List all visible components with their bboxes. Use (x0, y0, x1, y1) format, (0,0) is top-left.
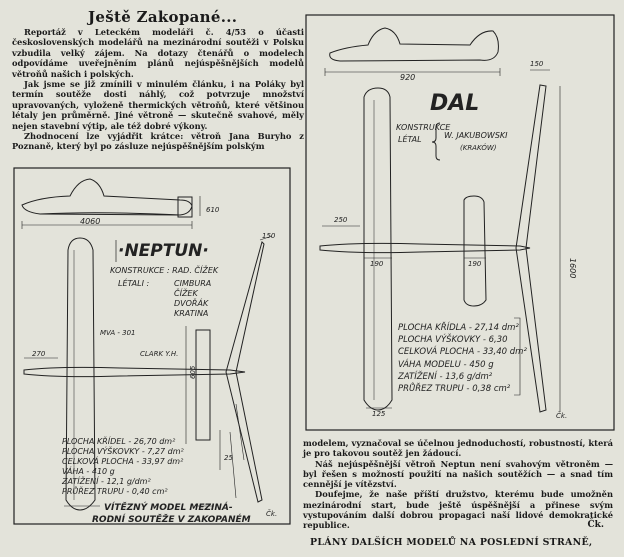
dal-letal: LÉTAL (398, 133, 422, 144)
neptun-spec: PLOCHA VÝŠKOVKY - 7,27 dm² (62, 445, 185, 456)
dal-dim-1600: 1600 (568, 258, 577, 278)
neptun-caption-2: RODNÍ SOUTĚŽE V ZAKOPANÉM (92, 513, 251, 525)
article-continuation: modelem, vyznačoval se účelnou jednoduch… (303, 438, 613, 531)
article-paragraph: modelem, vyznačoval se účelnou jednoduch… (303, 438, 613, 459)
dal-spec: CELKOVÁ PLOCHA - 33,40 dm² (398, 345, 527, 357)
dal-dim-length: 920 (400, 73, 415, 82)
dal-dim-250: 250 (334, 216, 348, 224)
neptun-letali: LÉTALI : (118, 277, 149, 288)
dal-spec: PLOCHA VÝŠKOVKY - 6,30 (398, 333, 508, 345)
neptun-dim-270: 270 (32, 350, 46, 358)
neptun-spec: CELKOVÁ PLOCHA - 33,97 dm² (62, 455, 184, 466)
dal-wing (363, 87, 393, 411)
dal-spec: PRŮŘEZ TRUPU - 0,38 cm² (398, 382, 511, 394)
neptun-pilot: ČÍŽEK (174, 287, 198, 298)
dal-dim-125: 125 (372, 410, 386, 418)
article-signature: Čk. (587, 520, 604, 530)
article-body: Reportáž v Leteckém modeláři č. 4/53 o ú… (12, 27, 304, 152)
dal-konstrukce: KONSTRUKCE (396, 123, 451, 132)
neptun-dim-605: 605 (189, 365, 197, 379)
neptun-dim-150: 150 (262, 232, 276, 240)
neptun-plan-frame (13, 167, 291, 525)
neptun-spec: ZATÍŽENÍ - 12,1 g/dm² (61, 475, 151, 486)
article-paragraph: Jak jsme se již zmínili v minulém článku… (12, 79, 304, 131)
dal-plan-frame (305, 14, 615, 431)
dal-dim-150: 150 (530, 60, 544, 68)
dal-dim-190b: 190 (468, 260, 482, 268)
dal-city: (KRAKÓW) (460, 143, 497, 152)
dal-side-fuselage (329, 27, 499, 62)
dal-dim-190a: 190 (370, 260, 384, 268)
neptun-mva-label: MVA - 301 (100, 329, 135, 337)
dal-author-mark: Čk. (556, 411, 567, 420)
neptun-fuselage-top (23, 366, 246, 378)
neptun-rudder-fin (225, 241, 265, 503)
dal-rudder-fin (515, 84, 547, 413)
article-paragraph: Doufejme, že naše příští družstvo, které… (303, 489, 613, 531)
neptun-spec: PRŮŘEZ TRUPU - 0,40 cm² (62, 485, 168, 496)
neptun-spec: PLOCHA KŘÍDEL - 26,70 dm² (62, 435, 176, 446)
article-title: Ještě Zakopané... (88, 8, 238, 26)
article-paragraph: Reportáž v Leteckém modeláři č. 4/53 o ú… (12, 27, 304, 79)
neptun-konstrukce: KONSTRUKCE : RAD. ČÍŽEK (110, 264, 219, 275)
dal-stabilizer (463, 195, 487, 307)
footer-note: PLÁNY DALŠÍCH MODELŮ NA POSLEDNÍ STRANĚ, (310, 537, 593, 548)
article-paragraph: Náš nejúspěšnější větroň Neptun není sva… (303, 458, 613, 490)
neptun-wing (65, 237, 96, 511)
article-paragraph: Zhodnocení lze vyjádřit krátce: větroň J… (12, 131, 304, 152)
dal-model-name: DAL (430, 91, 479, 116)
neptun-clark-label: CLARK Y.H. (140, 350, 178, 358)
neptun-author-mark: Čk. (266, 509, 277, 518)
dal-constructor: W. JAKUBOWSKI (444, 131, 508, 140)
neptun-spec: VÁHA - 410 g (62, 465, 115, 476)
neptun-pilot: CIMBURA (174, 279, 211, 288)
neptun-dim-25: 25 (224, 454, 233, 462)
dal-spec: ZATÍŽENÍ - 13,6 g/dm² (397, 370, 493, 382)
neptun-side-fuselage (21, 178, 193, 216)
neptun-stabilizer (195, 329, 211, 441)
dal-spec: PLOCHA KŘÍDLA - 27,14 dm² (398, 321, 519, 333)
dal-spec: VÁHA MODELU - 450 g (398, 358, 494, 370)
neptun-pilot: DVOŘÁK (174, 297, 209, 308)
dal-fuselage-top (319, 242, 531, 254)
neptun-model-name: ·NEPTUN· (118, 241, 209, 261)
neptun-caption-1: VÍTĚZNÝ MODEL MEZINÁ- (104, 501, 233, 513)
neptun-pilot: KRATINA (174, 309, 208, 318)
neptun-dim-length: 4060 (80, 217, 100, 226)
neptun-dim-height: 610 (206, 206, 220, 214)
